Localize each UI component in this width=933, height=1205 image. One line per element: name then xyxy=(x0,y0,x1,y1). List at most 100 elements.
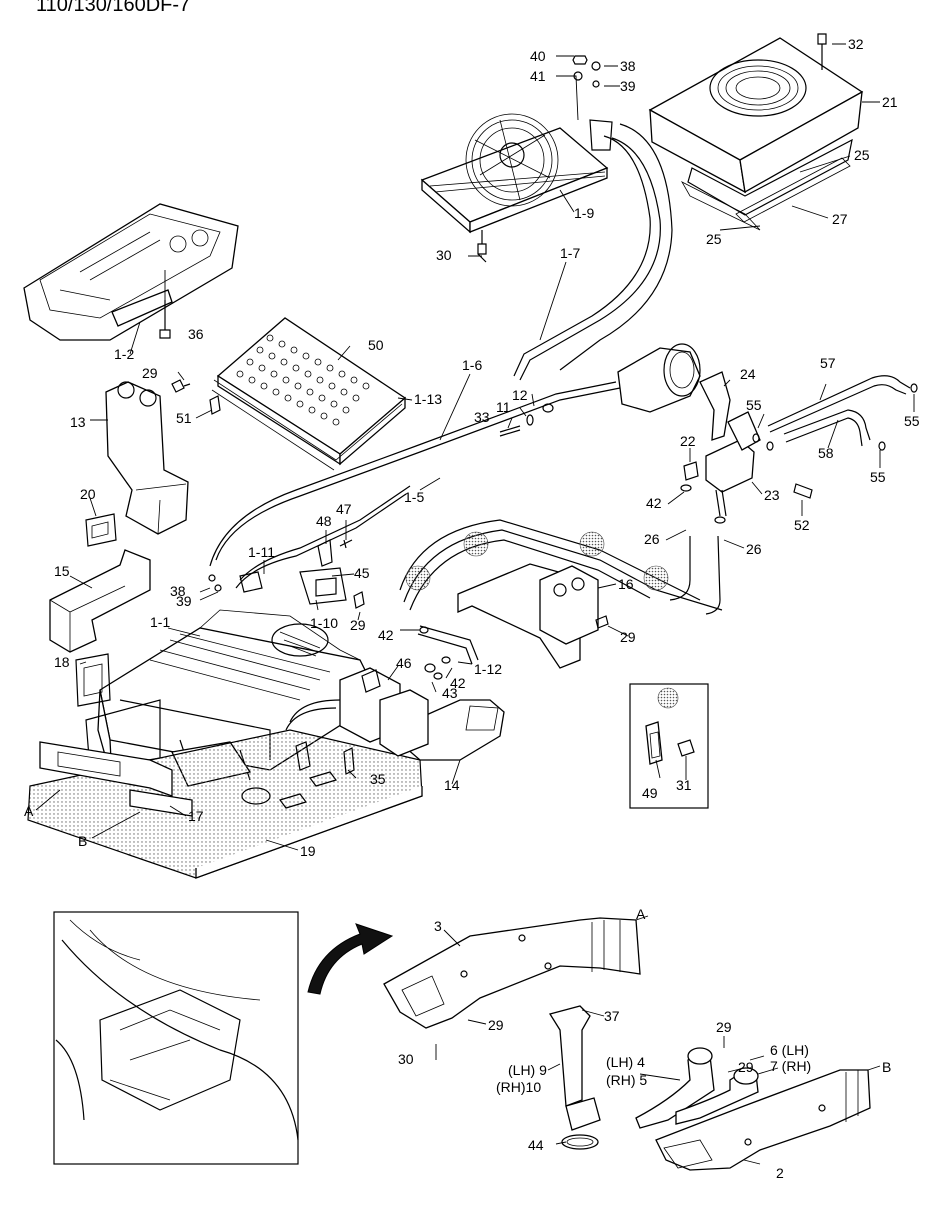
leader-lines xyxy=(35,43,915,1165)
fasteners xyxy=(75,33,918,775)
callout-39: 39 xyxy=(620,78,636,94)
duct-14 xyxy=(405,699,505,761)
callout-24: 24 xyxy=(740,366,756,382)
callout-49: 49 xyxy=(642,785,658,801)
hoses-57-58 xyxy=(767,375,911,447)
callout-50: 50 xyxy=(368,337,384,353)
callout-2: 2 xyxy=(776,1165,784,1181)
callout-6-lh: 6 (LH) xyxy=(770,1042,809,1058)
duct-2-and-vents xyxy=(635,1047,871,1171)
callout-10-rh: (RH)10 xyxy=(496,1079,541,1095)
callout-35: 35 xyxy=(370,771,386,787)
callout-47: 47 xyxy=(336,501,352,517)
callout-22: 22 xyxy=(680,433,696,449)
blower-block xyxy=(339,667,429,757)
callout-21: 21 xyxy=(882,94,898,110)
callout-42: 42 xyxy=(378,627,394,643)
bracket-16 xyxy=(457,563,599,669)
callout-25: 25 xyxy=(854,147,870,163)
callout-44: 44 xyxy=(528,1137,544,1153)
callout-1-11: 1-11 xyxy=(248,544,275,560)
callout-42: 42 xyxy=(450,675,466,691)
callout-16: 16 xyxy=(618,576,634,592)
callout-1-6: 1-6 xyxy=(462,357,482,373)
callout-27: 27 xyxy=(832,211,848,227)
callout-14: 14 xyxy=(444,777,460,793)
duct-15 xyxy=(49,549,151,653)
callout-43: 43 xyxy=(442,685,458,701)
callout-29: 29 xyxy=(488,1017,504,1033)
callout-41: 41 xyxy=(530,68,546,84)
nozzle-9-10 xyxy=(548,1005,601,1150)
callout-15: 15 xyxy=(54,563,70,579)
callout-31: 31 xyxy=(676,777,692,793)
callout-A: A xyxy=(636,906,646,922)
callout-48: 48 xyxy=(316,513,332,529)
callout-29: 29 xyxy=(142,365,158,381)
callout-11: 11 xyxy=(496,399,511,415)
condenser-fan-assembly xyxy=(420,113,613,234)
callout-38: 38 xyxy=(620,58,636,74)
callout-36: 36 xyxy=(188,326,204,342)
callout-1-12: 1-12 xyxy=(474,661,502,677)
callout-3: 3 xyxy=(434,918,442,934)
duct-3 xyxy=(383,917,641,1029)
compressor xyxy=(617,343,731,441)
callout-52: 52 xyxy=(794,517,810,533)
callout-1-13: 1-13 xyxy=(414,391,442,407)
callout-5-rh: (RH) 5 xyxy=(606,1072,647,1088)
callout-46: 46 xyxy=(396,655,412,671)
callout-1-1: 1-1 xyxy=(150,614,170,630)
callout-9-lh: (LH) 9 xyxy=(508,1062,547,1078)
callout-17: 17 xyxy=(188,808,204,824)
callout-1-2: 1-2 xyxy=(114,346,134,362)
callout-1-10: 1-10 xyxy=(310,615,338,631)
clamp-markers xyxy=(405,531,669,591)
callout-4-lh: (LH) 4 xyxy=(606,1054,645,1070)
cover-housing xyxy=(648,37,864,231)
callout-1-5: 1-5 xyxy=(404,489,424,505)
duct-17 xyxy=(39,741,193,817)
callout-29: 29 xyxy=(716,1019,732,1035)
callout-19: 19 xyxy=(300,843,316,859)
callout-45: 45 xyxy=(354,565,370,581)
callout-13: 13 xyxy=(70,414,86,430)
valve-block xyxy=(705,411,761,517)
callout-29: 29 xyxy=(350,617,366,633)
callout-B: B xyxy=(882,1059,891,1075)
callout-25: 25 xyxy=(706,231,722,247)
callout-33: 33 xyxy=(474,409,490,425)
callout-55: 55 xyxy=(904,413,920,429)
callout-42: 42 xyxy=(646,495,662,511)
callout-7-rh: 7 (RH) xyxy=(770,1058,811,1074)
callout-40: 40 xyxy=(530,48,546,64)
callout-1-9: 1-9 xyxy=(574,205,594,221)
model-title: 110/130/160DF-7 xyxy=(36,0,191,16)
callout-30: 30 xyxy=(436,247,452,263)
callout-55: 55 xyxy=(870,469,886,485)
callout-20: 20 xyxy=(80,486,96,502)
callout-55: 55 xyxy=(746,397,762,413)
callout-37: 37 xyxy=(604,1008,620,1024)
callout-A: A xyxy=(24,803,34,819)
direction-arrow xyxy=(307,923,394,995)
callout-57: 57 xyxy=(820,355,836,371)
callout-labels: 40 41 38 39 32 21 25 25 27 1-9 30 1-7 36… xyxy=(24,36,920,1181)
callout-39: 39 xyxy=(176,593,192,609)
callout-1-7: 1-7 xyxy=(560,245,580,261)
callout-29: 29 xyxy=(738,1059,754,1075)
callout-18: 18 xyxy=(54,654,70,670)
callout-23: 23 xyxy=(764,487,780,503)
inset-box-49-31 xyxy=(629,683,709,809)
callout-38: 38 xyxy=(170,583,186,599)
callout-26: 26 xyxy=(746,541,762,557)
callout-32: 32 xyxy=(848,36,864,52)
callout-51: 51 xyxy=(176,410,192,426)
callout-26: 26 xyxy=(644,531,660,547)
duct-13 xyxy=(105,381,189,535)
callout-B: B xyxy=(78,833,87,849)
callout-58: 58 xyxy=(818,445,834,461)
instrument-panel xyxy=(23,203,239,341)
